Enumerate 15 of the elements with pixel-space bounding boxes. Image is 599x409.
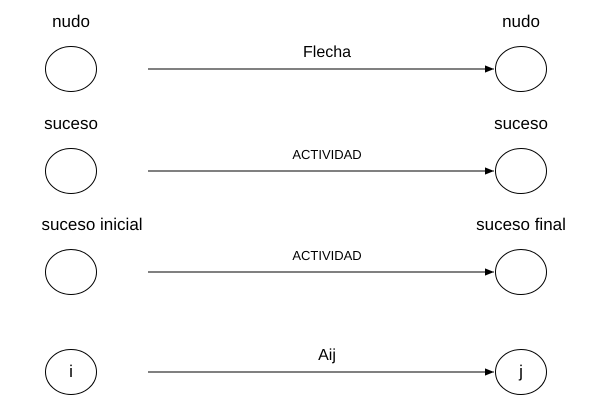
event-circle xyxy=(45,349,97,395)
arrow xyxy=(148,368,494,376)
node-label: suceso inicial xyxy=(41,215,143,235)
arrow xyxy=(148,65,494,73)
node-label: nudo xyxy=(52,12,90,32)
edge-label: Aij xyxy=(316,348,338,364)
node-label: suceso xyxy=(44,114,98,134)
node-label: suceso xyxy=(494,114,548,134)
node-label: nudo xyxy=(502,12,540,32)
node-label: j xyxy=(518,361,524,383)
arrow xyxy=(148,167,494,175)
node-label: i xyxy=(68,361,74,383)
arrow xyxy=(148,268,494,276)
node-label: suceso final xyxy=(476,215,566,235)
event-circle xyxy=(495,349,547,395)
